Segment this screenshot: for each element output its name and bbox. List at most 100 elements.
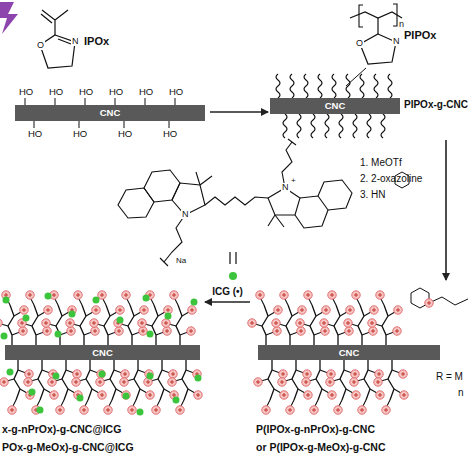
- icg-dot: [143, 295, 150, 302]
- graft-chain: [278, 360, 312, 414]
- cnc-assembly: CNCPIPOx-g-CNC: [268, 74, 470, 140]
- scheme-label: HO: [49, 87, 63, 97]
- hydroxyl-bond: [25, 98, 175, 105]
- cnc-rod: CNC: [5, 345, 200, 360]
- pipox-chain: [276, 74, 280, 98]
- scheme-label: HO: [169, 87, 183, 97]
- pipox-chain: [367, 114, 371, 138]
- pipox-chain: [388, 74, 392, 98]
- pipox-chain: [381, 114, 385, 138]
- icg-dot: [147, 331, 154, 338]
- polymethine-chain: [205, 197, 268, 205]
- icg-dot: [147, 373, 154, 380]
- scheme-label: n: [399, 20, 404, 29]
- alkyl-chain: [429, 297, 468, 305]
- equals-sign: [230, 252, 236, 264]
- icg-dot: [117, 317, 124, 324]
- icg-dot: [77, 395, 84, 402]
- icg-dot: [173, 397, 180, 404]
- cationic-end: [425, 299, 433, 307]
- double-bond: [58, 39, 71, 44]
- scheme-label: HO: [19, 87, 33, 97]
- graft-chain: [254, 360, 288, 414]
- pipox-chain: [290, 74, 294, 98]
- graft-chain: [296, 291, 330, 345]
- methyl-group: [268, 215, 284, 227]
- pipox-chain: [283, 114, 287, 138]
- light-symbol: [0, 2, 18, 34]
- graft-chain: [18, 291, 52, 345]
- scheme-label: HO: [163, 129, 177, 139]
- pipox-chain: [374, 74, 378, 98]
- icg-dot: [93, 297, 100, 304]
- icg-dot: [165, 313, 172, 320]
- icg-dot: [37, 407, 44, 414]
- product-label: P(IPOx-g-nPrOx)-g-CNC: [256, 424, 375, 435]
- leader-line: [346, 68, 366, 86]
- product-label: x-g-nPrOx)-g-CNC@ICG: [2, 424, 121, 435]
- rod-label: CNC: [339, 348, 360, 358]
- graft-chain: [42, 291, 76, 345]
- graft-chain: [162, 291, 196, 345]
- icg-dot: [99, 371, 106, 378]
- scheme-label: PIPOx: [404, 30, 436, 41]
- pipox-chain: [297, 114, 301, 138]
- scheme-label: HO: [118, 129, 132, 139]
- graft-chain: [302, 360, 336, 414]
- scheme-label: HO: [139, 87, 153, 97]
- icg-dot: [7, 369, 14, 376]
- cnc-rod: CNC: [258, 345, 440, 360]
- icg-dot: [123, 393, 130, 400]
- scheme-label: HO: [79, 87, 93, 97]
- scheme-label: n: [458, 388, 464, 398]
- atom-label: O: [355, 39, 364, 48]
- graft-chain: [120, 360, 154, 414]
- graft-chain: [48, 360, 82, 414]
- rod-label: CNC: [100, 108, 121, 118]
- reaction-arrow: [445, 140, 447, 280]
- graft-chain: [326, 360, 360, 414]
- graft-chain: [350, 360, 384, 414]
- icg-dot: [229, 272, 237, 280]
- icg-dot: [1, 333, 8, 340]
- pipox-chain: [304, 74, 308, 98]
- pipox-chain: [346, 74, 350, 98]
- graft-chain: [72, 360, 106, 414]
- scheme-label: R = M: [436, 372, 463, 382]
- cnc-rod: CNC: [15, 105, 205, 121]
- icg-dot: [45, 293, 52, 300]
- graft-chain: [168, 360, 202, 414]
- pipox-chain: [339, 114, 343, 138]
- methyl-group: [196, 172, 212, 185]
- graft-chain: [320, 291, 354, 345]
- scheme-label: 2. 2-oxazoline: [360, 174, 422, 184]
- cnc-assembly: CNCx-g-nPrOx)-g-CNC@ICGPOx-g-MeOx)-g-CNC…: [0, 280, 205, 460]
- sulfobutyl-chain: [282, 139, 296, 188]
- oxazoline-ring: [360, 34, 396, 64]
- oxazoline-ring: [40, 35, 75, 68]
- cnc-rod: CNC: [270, 98, 400, 114]
- side-bond: [377, 18, 378, 34]
- icg-dot: [3, 297, 10, 304]
- reaction-arrow: [210, 111, 268, 113]
- graft-chain: [374, 360, 408, 414]
- scheme-label: HO: [73, 129, 87, 139]
- cnc-assembly: CNCP(IPOx-g-nPrOx)-g-CNCor P(IPOx-g-MeOx…: [250, 280, 474, 460]
- scheme-label: 3. HN: [360, 190, 386, 200]
- pipox-chain: [311, 114, 315, 138]
- graft-chain: [248, 291, 282, 345]
- atom-label: N: [281, 183, 290, 192]
- polymer-backbone: [350, 12, 402, 18]
- graft-chain: [272, 291, 306, 345]
- scheme-label: Na: [176, 257, 186, 265]
- icg-dots: [1, 293, 202, 416]
- icg-dot: [69, 311, 76, 318]
- benzo-ring: [118, 188, 154, 218]
- icg-dot: [29, 389, 36, 396]
- arrow-label: ICG (•): [212, 287, 243, 297]
- icg-dot: [55, 331, 62, 338]
- pipox-chain: [318, 74, 322, 98]
